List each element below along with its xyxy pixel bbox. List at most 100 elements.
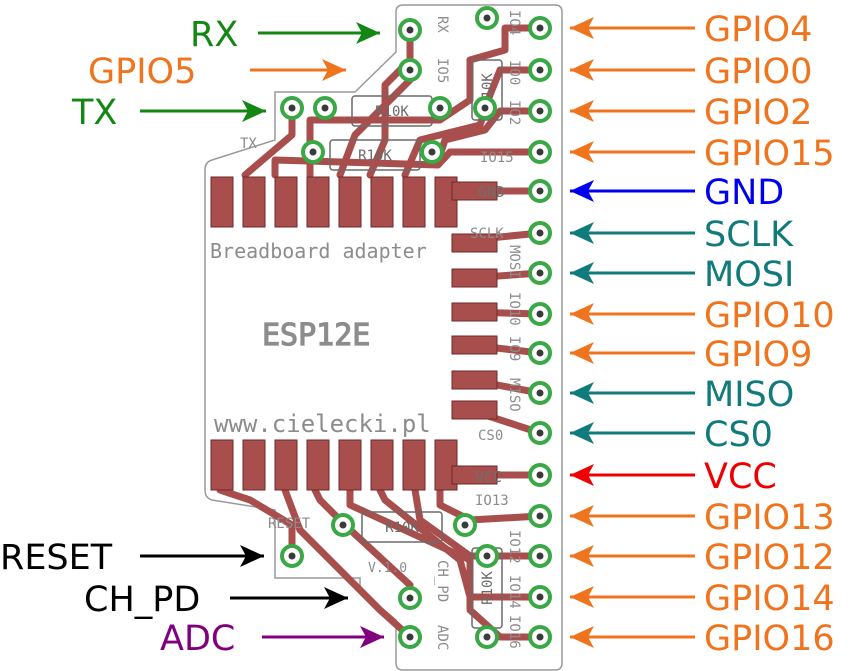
board-version: V.1.0 xyxy=(368,561,407,576)
pad-drill-hole xyxy=(406,66,414,74)
pad-drill-hole xyxy=(483,552,491,560)
silk-pin-label: IO12 xyxy=(506,530,522,564)
pin-arrow-head xyxy=(322,59,346,81)
pin-label-left: TX xyxy=(71,93,117,133)
smd-pad-top xyxy=(370,176,394,228)
copper-trace xyxy=(281,486,414,641)
smd-pad-top xyxy=(402,176,426,228)
pin-arrow-head xyxy=(570,382,594,404)
smd-pad-side xyxy=(451,268,498,288)
chip-name: ESP12E xyxy=(262,318,370,353)
smd-pad-top xyxy=(274,176,298,228)
pin-arrow-head xyxy=(570,626,594,648)
pin-arrow-head xyxy=(242,100,266,122)
pad-drill-hole xyxy=(309,148,317,156)
smd-pad-top xyxy=(242,176,266,228)
pin-arrow-head xyxy=(570,141,594,163)
smd-pad-top xyxy=(210,176,234,228)
pin-arrow-head xyxy=(570,342,594,364)
silk-pin-label: IO4 xyxy=(506,10,522,35)
pin-label-right: GPIO10 xyxy=(704,296,835,336)
resistor-label: R10K xyxy=(480,571,496,605)
pad-drill-hole xyxy=(461,521,469,529)
copper-trace xyxy=(411,486,544,560)
pin-arrow-head xyxy=(570,545,594,567)
pad-drill-hole xyxy=(406,594,414,602)
pin-label-right: SCLK xyxy=(704,215,794,255)
resistor-label: R10K xyxy=(385,520,419,536)
copper-trace xyxy=(436,107,544,159)
pin-arrow-head xyxy=(570,262,594,284)
smd-pad-bottom xyxy=(370,439,394,491)
pad-drill-hole xyxy=(536,349,544,357)
pad-drill-hole xyxy=(428,148,436,156)
pin-arrow-head xyxy=(570,464,594,486)
pad-drill-hole xyxy=(536,593,544,601)
silk-pin-label: IO15 xyxy=(480,150,514,166)
pin-label-right: MOSI xyxy=(704,255,794,295)
pin-arrow-head xyxy=(570,180,594,202)
pin-arrow-head xyxy=(570,505,594,527)
smd-pad-bottom xyxy=(338,439,362,491)
pin-arrow-head xyxy=(570,422,594,444)
silk-pin-label: RX xyxy=(434,16,450,33)
smd-pad-side xyxy=(451,400,498,420)
silk-pin-label: IO16 xyxy=(506,615,522,649)
silk-pin-label: IO2 xyxy=(506,100,522,125)
pad-drill-hole xyxy=(536,229,544,237)
pad-drill-hole xyxy=(536,107,544,115)
smd-pad-top xyxy=(306,176,330,228)
copper-trace xyxy=(346,486,544,641)
pad-drill-hole xyxy=(288,552,296,560)
silk-pin-label: CS0 xyxy=(478,428,503,444)
copper-trace xyxy=(366,26,414,179)
smd-pad-bottom xyxy=(402,439,426,491)
pad-drill-hole xyxy=(536,66,544,74)
pad-drill-hole xyxy=(406,633,414,641)
smd-pad-bottom xyxy=(242,439,266,491)
pin-arrow-head xyxy=(570,586,594,608)
pad-drill-hole xyxy=(536,24,544,32)
copper-trace xyxy=(306,24,544,179)
pad-drill-hole xyxy=(536,471,544,479)
smd-pad-bottom xyxy=(274,439,298,491)
pad-drill-hole xyxy=(536,269,544,277)
pad-drill-hole xyxy=(483,14,491,22)
pin-arrow-head xyxy=(570,59,594,81)
pad-drill-hole xyxy=(536,429,544,437)
pin-label-left: CH_PD xyxy=(84,580,200,620)
pad-drill-hole xyxy=(536,310,544,318)
silk-vcc-label: VCC xyxy=(475,468,502,486)
resistor-label: R10K xyxy=(375,104,409,120)
gnd-pad xyxy=(451,181,498,201)
silk-pin-label: IO0 xyxy=(506,60,522,85)
smd-pad-side xyxy=(451,233,498,253)
silk-pin-label: CH_PD xyxy=(434,560,450,602)
silk-pin-label: IO9 xyxy=(506,336,522,361)
copper-trace xyxy=(376,486,544,601)
silk-pin-label: MISO xyxy=(506,378,522,412)
pad-drill-hole xyxy=(288,104,296,112)
pad-drill-hole xyxy=(536,633,544,641)
silk-pin-label: IO14 xyxy=(506,575,522,609)
pad-drill-hole xyxy=(406,26,414,34)
resistor-body xyxy=(329,139,421,171)
pin-arrow-head xyxy=(570,17,594,39)
pin-arrows xyxy=(140,17,695,648)
pin-label-left: RESET xyxy=(0,538,113,578)
resistor-body xyxy=(361,511,443,543)
pad-drill-hole xyxy=(536,389,544,397)
pin-label-right: GPIO12 xyxy=(704,538,835,578)
pin-arrow-head xyxy=(360,626,384,648)
silk-pin-label: ADC xyxy=(434,625,450,650)
pin-label-right: GPIO16 xyxy=(704,619,835,659)
pin-label-right: GPIO13 xyxy=(704,498,835,538)
smd-pad-side xyxy=(451,302,498,322)
pin-label-left: ADC xyxy=(160,619,235,659)
copper-trace xyxy=(216,486,296,560)
silk-pin-label: TX xyxy=(240,136,257,152)
smd-pad-side xyxy=(451,335,498,355)
pad-drill-hole xyxy=(436,104,444,112)
pad-drill-hole xyxy=(483,633,491,641)
